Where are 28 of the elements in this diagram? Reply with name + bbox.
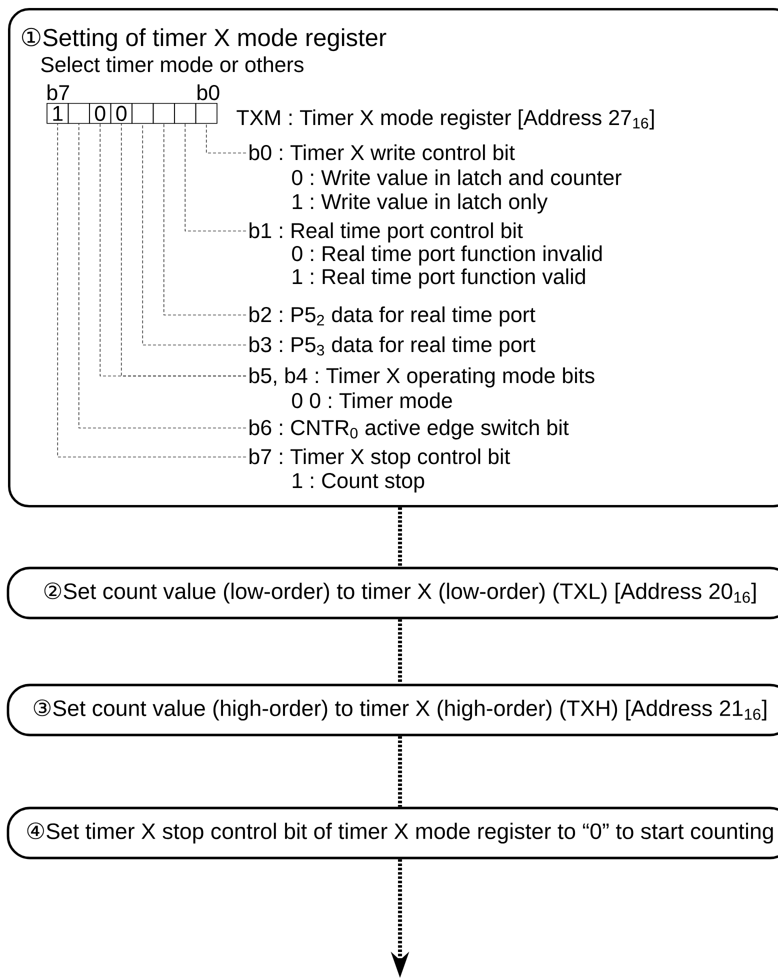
- leader-line: [398, 736, 402, 807]
- register-bit-cell: 0: [110, 103, 132, 124]
- step-box: ②Set count value (low-order) to timer X (low-order) (TXL) [Address 20$_{16}$]: [6, 566, 778, 620]
- leader-line: [142, 124, 246, 346]
- bit-number: b7: [48, 84, 70, 100]
- bit-description: b6 : CNTR$_{0}$ active edge switch bit: [250, 419, 569, 440]
- bit-number: b0: [198, 84, 220, 100]
- register-bit-cell: [152, 103, 175, 124]
- register-bit-cell: 1: [46, 103, 69, 124]
- bit-description: b2 : P5$_{2}$ data for real time port: [250, 306, 536, 326]
- leader-line: [78, 124, 246, 428]
- leader-line: [398, 507, 402, 567]
- register-label: TXM : Timer X mode register [Address 27$_{16}$]: [236, 109, 654, 130]
- leader-line: [57, 124, 246, 458]
- step-box: ③Set count value (high-order) to timer X (high-order) (TXH) [Address 21$_{16}$]: [6, 684, 778, 736]
- leader-line: [164, 124, 246, 316]
- step-box: ④Set timer X stop control bit of timer X mode register to “0” to start counting: [6, 806, 778, 860]
- bit-description: b7 : Timer X stop control bit 1 : Count stop: [250, 448, 510, 492]
- register-bit-cell: [195, 103, 218, 124]
- bit-description: b1 : Real time port control bit 0 : Real time port function invalid 1 : Real time port function valid: [250, 222, 602, 288]
- register-bit-cell: 0: [89, 103, 112, 124]
- register-bit-cell: [174, 103, 196, 124]
- register-bit-cell: [68, 103, 90, 124]
- bit-description: b3 : P5$_{3}$ data for real time port: [250, 336, 536, 356]
- leader-line: [184, 124, 246, 232]
- leader-line: [206, 124, 246, 154]
- register-bit-cell: [132, 103, 154, 124]
- leader-line: [398, 619, 402, 684]
